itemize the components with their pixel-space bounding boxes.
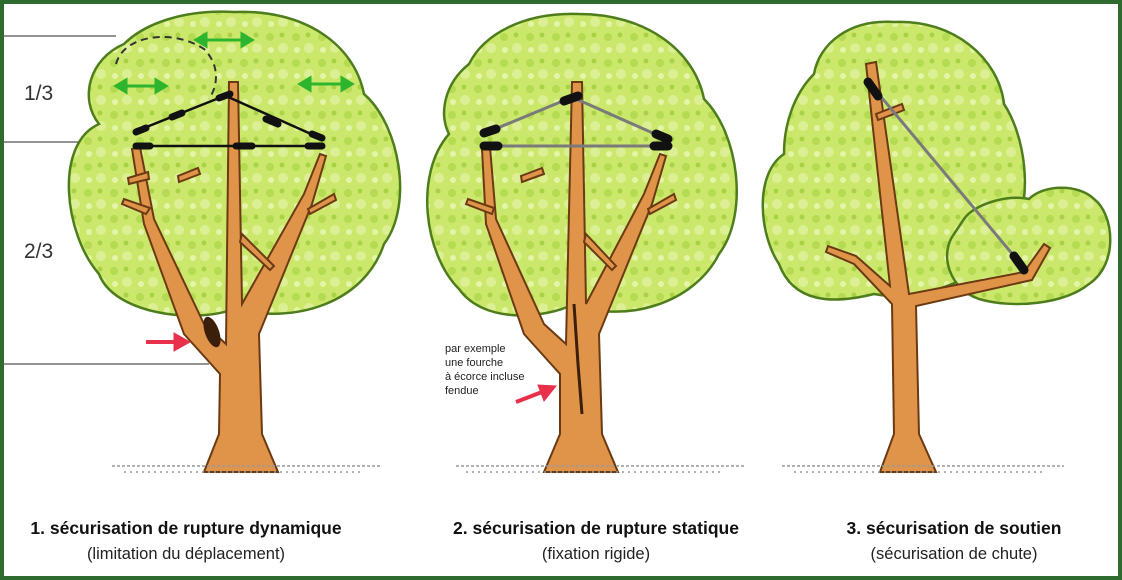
warning-arrow-icon <box>515 384 557 404</box>
caption-dynamic: 1. sécurisation de rupture dynamique (li… <box>6 518 366 564</box>
fork-note-line: par exemple <box>445 343 506 355</box>
tree-2-anchors <box>479 91 673 151</box>
label-lower-third: 2/3 <box>24 240 54 263</box>
tree-2-rods <box>487 96 665 148</box>
label-upper-third: 1/3 <box>24 82 54 105</box>
caption-title: 3. sécurisation de soutien <box>846 518 1062 538</box>
tree-1-dynamic <box>67 10 402 473</box>
caption-static: 2. sécurisation de rupture statique (fix… <box>426 518 766 564</box>
tree-bracing-diagram <box>4 10 1112 473</box>
caption-title: 1. sécurisation de rupture dynamique <box>30 518 342 538</box>
tree-3-foliage <box>761 20 1112 306</box>
fork-note-line: une fourche <box>445 357 504 369</box>
caption-support: 3. sécurisation de soutien (sécurisation… <box>804 518 1104 564</box>
caption-title: 2. sécurisation de rupture statique <box>453 518 739 538</box>
tree-1-trunk <box>120 81 338 473</box>
tree-2-split <box>572 303 584 415</box>
tree-2-static <box>425 12 744 473</box>
tree-3-support-cable <box>870 85 1021 263</box>
fork-note: par exemple une fourche à écorce incluse… <box>445 342 565 398</box>
tree-2-trunk <box>464 81 678 473</box>
tree-3-support <box>761 20 1112 473</box>
movement-arrow-icon <box>113 31 355 95</box>
tree-1-anchors <box>132 90 326 150</box>
fork-note-line: à écorce incluse <box>445 371 525 383</box>
fork-note-line: fendue <box>445 385 479 397</box>
tree-1-weak-spot <box>203 316 221 348</box>
tree-3-anchors <box>863 77 1029 275</box>
diagram-frame: 1/3 2/3 par exemple une fourche à écorce… <box>4 4 1118 576</box>
tree-1-ground <box>112 465 382 473</box>
tree-2-ground <box>456 465 744 473</box>
warning-arrow-icon <box>146 332 192 352</box>
tree-3-ground <box>782 465 1064 473</box>
caption-subtitle: (limitation du déplacement) <box>86 545 286 563</box>
caption-subtitle: (sécurisation de chute) <box>870 545 1038 563</box>
caption-subtitle: (fixation rigide) <box>541 545 651 563</box>
